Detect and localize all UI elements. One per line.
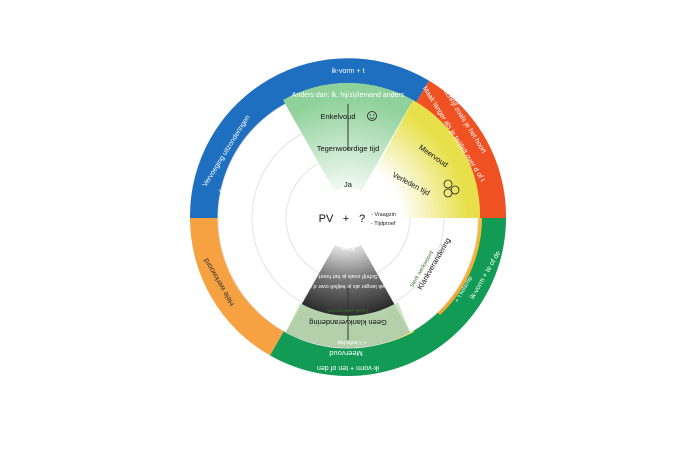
center-subject: PV — [319, 213, 334, 225]
center-plus: + — [343, 213, 349, 225]
center-note-vraagzin: - Vraagzin — [371, 212, 396, 218]
center-disc — [318, 188, 378, 248]
top-rule-b: ik-vorm + t — [332, 68, 365, 75]
smiley-icon — [367, 111, 377, 121]
wedge-right — [350, 100, 481, 218]
center-question: ? — [359, 213, 365, 225]
bottom-rule-b: Maak langer als je twijfelt over d of t — [304, 283, 392, 289]
people-group-icon — [443, 179, 460, 198]
bottom-change: Geen klankverandering — [309, 318, 387, 327]
center-note-tijdproef: - Tijdproef — [371, 221, 396, 227]
bottom-number: Meervoud — [329, 349, 362, 358]
top-number: Enkelvoud — [320, 112, 355, 121]
bottom-answer: Nee — [341, 244, 355, 253]
bottom-rule-c: ik-vorm + ten of den — [317, 364, 379, 371]
bottom-rule-a: Schrijf zoals je het hoort — [318, 273, 377, 279]
top-tense: Tegenwoordige tijd — [317, 144, 380, 153]
top-answer: Ja — [344, 180, 353, 189]
bottom-suffix: + 't kofschip — [337, 339, 366, 345]
bottom-change-sub: Zwak werkwoord — [327, 307, 368, 313]
top-rule-a: Anders dan: ik, hij/zij/iemand anders — [292, 92, 405, 99]
